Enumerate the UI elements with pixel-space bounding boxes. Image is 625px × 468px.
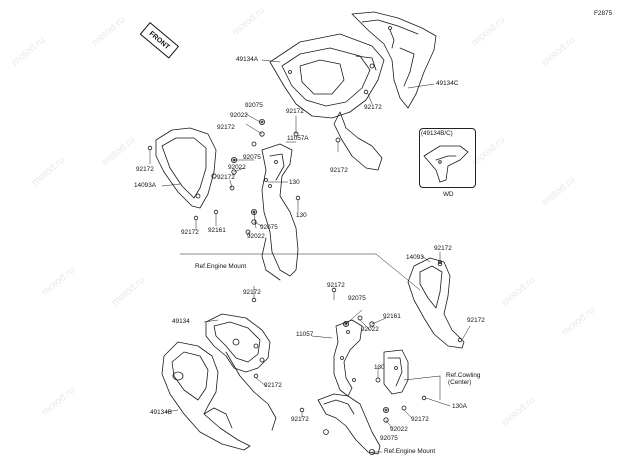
lower-cowling-49134 bbox=[205, 313, 277, 431]
part-label: 130A bbox=[452, 403, 467, 410]
part-label: 92075 bbox=[260, 224, 278, 231]
part-label: 92172 bbox=[411, 416, 429, 423]
part-label: 49134 bbox=[172, 318, 190, 325]
part-label: 130 bbox=[296, 212, 307, 219]
part-label: 92161 bbox=[383, 313, 401, 320]
figure-code: F2875 bbox=[594, 10, 613, 17]
part-label: 92172 bbox=[330, 167, 348, 174]
part-label: 92161 bbox=[208, 227, 226, 234]
upper-fasteners bbox=[147, 89, 369, 235]
part-label: 130 bbox=[374, 364, 385, 371]
upper-leader-lines bbox=[149, 59, 435, 291]
part-label: 92022 bbox=[390, 426, 408, 433]
part-label: Ref.Cowling bbox=[446, 372, 481, 379]
part-label: 11057A bbox=[287, 135, 309, 142]
part-label: 14093A bbox=[134, 182, 157, 189]
part-label: 92172 bbox=[364, 104, 382, 111]
center-lower-bracket bbox=[383, 349, 409, 395]
part-label: 49134A bbox=[236, 56, 259, 63]
upper-cowling-49134a bbox=[269, 33, 385, 171]
part-label: 92022 bbox=[230, 112, 248, 119]
cover-49134c bbox=[351, 11, 437, 109]
inner-panel-14093a bbox=[155, 127, 217, 209]
part-label: 130 bbox=[289, 179, 300, 186]
inset-title: (49134B/C) bbox=[421, 130, 453, 137]
part-label: 49134C bbox=[436, 80, 459, 87]
part-label: Ref.Engine Mount bbox=[195, 263, 247, 270]
lower-fasteners bbox=[251, 260, 442, 423]
part-label: 92172 bbox=[291, 416, 309, 423]
part-label: 92172 bbox=[136, 166, 154, 173]
part-label: 92172 bbox=[217, 174, 235, 181]
part-label: 92075 bbox=[380, 435, 398, 442]
lower-leader-lines bbox=[165, 251, 471, 453]
part-label: 92022 bbox=[247, 233, 265, 240]
inset-caption: WD bbox=[443, 191, 454, 198]
part-label: 92172 bbox=[217, 124, 235, 131]
part-label: 92172 bbox=[181, 229, 199, 236]
part-label: 92172 bbox=[264, 382, 282, 389]
part-label: 92022 bbox=[228, 164, 246, 171]
part-label: 92172 bbox=[467, 317, 485, 324]
bracket-11057a bbox=[261, 143, 299, 281]
inset-box bbox=[419, 128, 476, 188]
part-label: 92172 bbox=[243, 289, 261, 296]
inner-panel-14093 bbox=[407, 257, 465, 349]
part-label: (Center) bbox=[448, 379, 472, 386]
part-label: 92075 bbox=[348, 295, 366, 302]
part-label: 92075 bbox=[243, 154, 261, 161]
part-label: 11057 bbox=[296, 331, 314, 338]
part-label: 92022 bbox=[361, 326, 379, 333]
inset-part bbox=[423, 145, 469, 183]
part-label: 92172 bbox=[327, 282, 345, 289]
lower-cowling-49134b bbox=[161, 341, 251, 451]
part-label: 92172 bbox=[434, 245, 452, 252]
part-label: Ref.Engine Mount bbox=[384, 448, 436, 455]
part-label: 49134B bbox=[150, 409, 173, 416]
part-label: 14093 bbox=[406, 254, 424, 261]
part-label: 92172 bbox=[286, 108, 304, 115]
bracket-11057 bbox=[333, 319, 363, 397]
bottom-bracket bbox=[317, 393, 381, 455]
part-label: 92075 bbox=[245, 102, 263, 109]
